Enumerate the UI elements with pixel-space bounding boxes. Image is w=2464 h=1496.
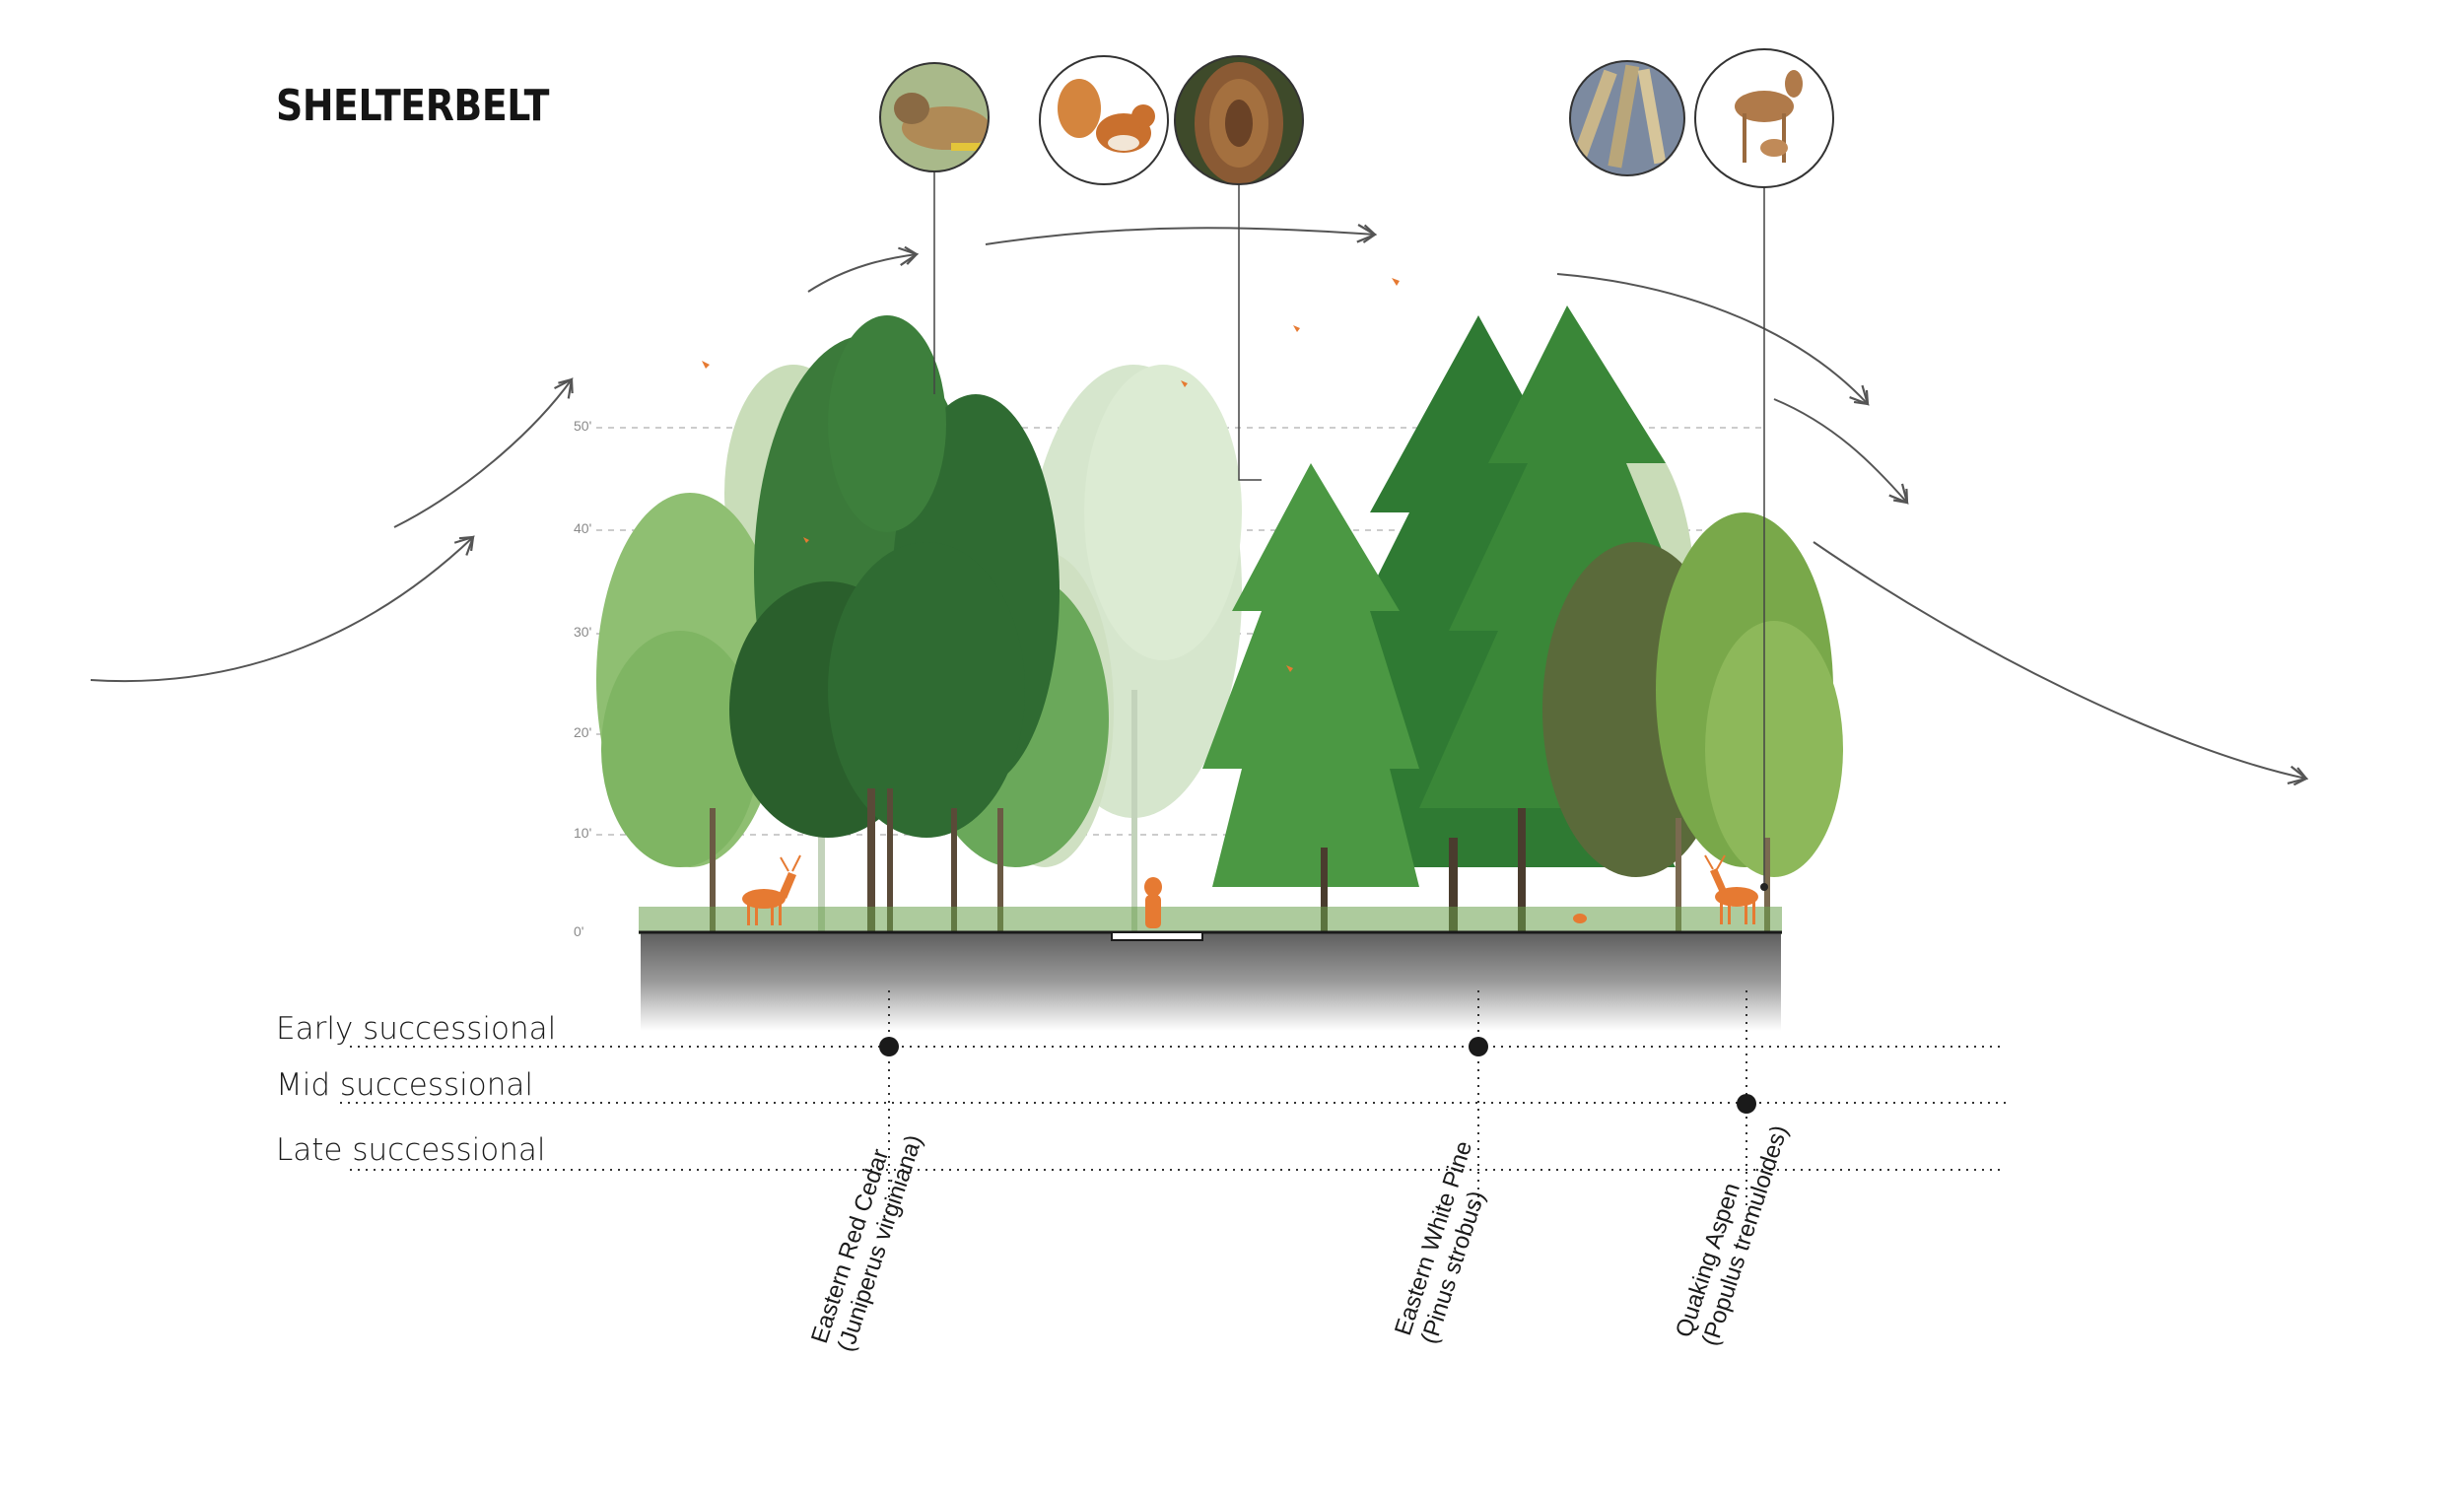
bird-icon: [1286, 665, 1293, 672]
stage-mid: Mid successional: [276, 1067, 533, 1103]
height-tick-10: 10': [574, 825, 592, 841]
height-tick-30: 30': [574, 624, 592, 640]
pine-cone-icon: [1174, 55, 1304, 185]
understory: [639, 907, 1782, 934]
wind-arrow: [807, 254, 917, 293]
height-tick-20: 20': [574, 724, 592, 740]
stage-early: Early successional: [276, 1011, 557, 1047]
bird-icon: [1392, 278, 1400, 286]
wildlife-silhouettes: [702, 278, 1758, 928]
marker-red-cedar: [879, 1037, 899, 1056]
white-tailed-deer-icon: [1694, 48, 1834, 188]
marker-quaking-aspen: [1737, 1094, 1756, 1114]
wildlife-callouts: [879, 48, 1834, 891]
cedar-waxwing-icon: [879, 62, 990, 172]
quaking-aspen-trees: [1542, 512, 1843, 934]
wind-arrow: [1813, 541, 2306, 779]
succession-markers: [879, 1037, 1756, 1114]
bird-icon: [803, 537, 809, 543]
wind-arrow: [1556, 273, 1868, 404]
wind-arrow: [1773, 398, 1907, 503]
bird-icon: [1293, 325, 1300, 332]
stage-late: Late successional: [276, 1132, 546, 1168]
aspen-catkin-icon: [1569, 60, 1685, 176]
squirrel-icon: [1573, 914, 1587, 923]
height-tick-50: 50': [574, 418, 592, 434]
path-surface: [1111, 931, 1203, 941]
eastern-red-cedar-trees: [729, 315, 1060, 934]
bird-icon: [702, 361, 710, 369]
soil-section: [641, 932, 1781, 1031]
height-tick-40: 40': [574, 520, 592, 536]
marker-white-pine: [1469, 1037, 1488, 1056]
deer-left-icon: [742, 854, 801, 925]
bird-icon: [1181, 380, 1188, 387]
wind-arrows: [90, 228, 2306, 779]
height-tick-0: 0': [574, 923, 584, 939]
succession-lines: [340, 990, 2006, 1212]
wind-arrow: [90, 537, 473, 682]
diagram-title: SHELTERBELT: [276, 81, 550, 131]
wind-arrow: [985, 228, 1375, 245]
hiker-figure-icon: [1144, 877, 1162, 928]
wind-arrow: [393, 379, 572, 528]
deer-right-icon: [1704, 854, 1758, 924]
red-squirrel-icon: [1039, 55, 1169, 185]
